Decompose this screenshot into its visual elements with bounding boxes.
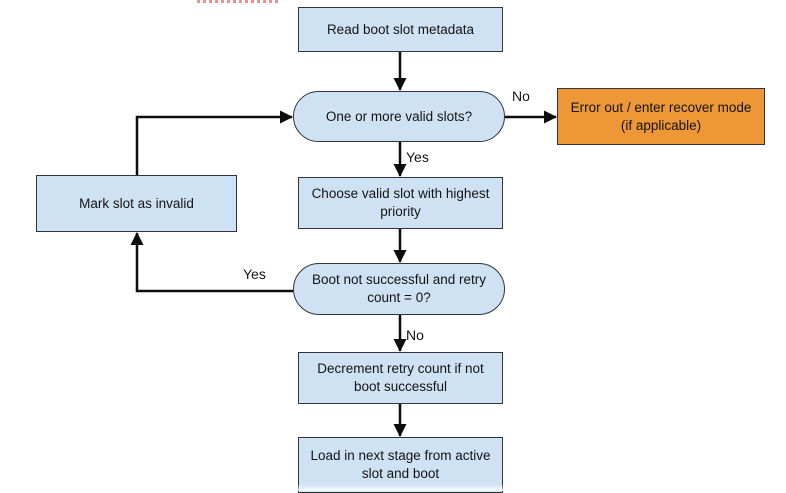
node-read-boot-slot-metadata: Read boot slot metadata — [298, 7, 503, 52]
edge-label-no-to-error: No — [512, 88, 530, 104]
node-choose-valid-slot: Choose valid slot with highest priority — [298, 177, 503, 229]
node-load-next-stage: Load in next stage from active slot and … — [298, 437, 503, 493]
decision-one-or-more-valid-slots: One or more valid slots? — [293, 91, 505, 142]
edge-boot-check-yes-to-mark-invalid — [130, 232, 293, 293]
node-decrement-retry-count: Decrement retry count if not boot succes… — [298, 352, 503, 404]
decision-boot-not-successful-retry-zero: Boot not successful and retry count = 0? — [293, 263, 505, 315]
node-error-out-recover-mode: Error out / enter recover mode (if appli… — [557, 88, 765, 145]
spellcheck-underline-artifact — [197, 0, 278, 3]
edge-label-yes-to-choose: Yes — [406, 149, 429, 165]
edge-label-yes-to-mark-invalid: Yes — [243, 266, 266, 282]
node-mark-slot-invalid: Mark slot as invalid — [36, 175, 237, 232]
edge-label-no-to-decrement: No — [406, 327, 424, 343]
edge-mark-invalid-to-valid-slots — [135, 110, 293, 175]
